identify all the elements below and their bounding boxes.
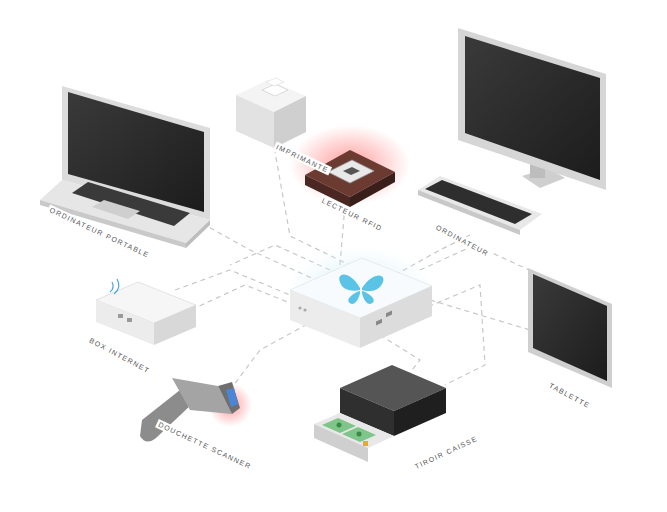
internet-box xyxy=(96,279,196,345)
printer xyxy=(236,78,306,148)
desktop-computer xyxy=(418,28,606,235)
central-box xyxy=(285,245,435,348)
butterfly-logo xyxy=(339,274,383,304)
device-label: TIROIR CAISSE xyxy=(411,433,480,472)
device-label: TABLETTE xyxy=(546,379,594,410)
tablet xyxy=(528,268,612,388)
cash-drawer xyxy=(314,365,446,462)
device-label: DOUCHETTE SCANNER xyxy=(155,419,255,472)
barcode-scanner xyxy=(140,378,252,442)
device-label: ORDINATEUR xyxy=(432,221,492,258)
laptop xyxy=(40,86,210,248)
